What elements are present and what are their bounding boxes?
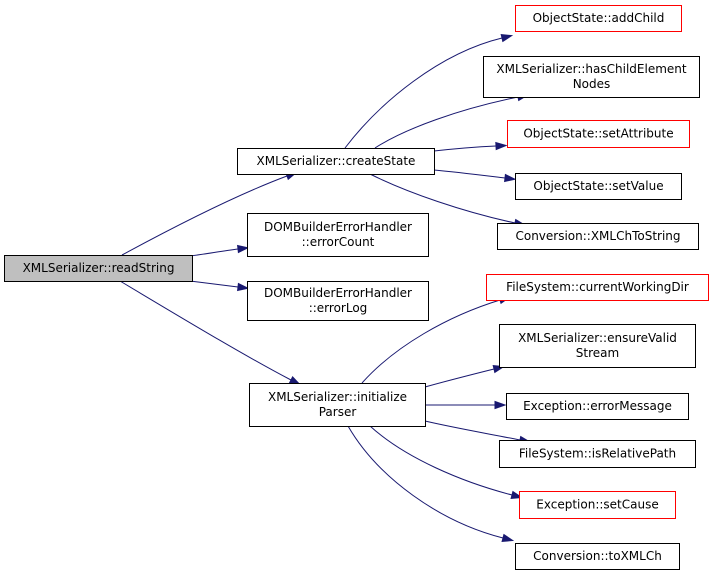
node-label: Parser: [319, 405, 357, 419]
node-label: XMLSerializer::ensureValid: [518, 331, 677, 345]
node-current-working-dir[interactable]: FileSystem::currentWorkingDir: [486, 274, 709, 301]
edge-read-string-to-error-log: [189, 280, 250, 292]
node-set-cause[interactable]: Exception::setCause: [519, 491, 676, 519]
edge-line: [344, 37, 503, 149]
edge-line: [189, 248, 239, 257]
node-label: FileSystem::isRelativePath: [519, 447, 676, 461]
node-box: [506, 393, 689, 420]
node-error-count[interactable]: DOMBuilderErrorHandler::errorCount: [247, 213, 429, 257]
edge-initialize-parser-to-to-xml-ch: [347, 425, 515, 542]
node-label: XMLSerializer::hasChildElement: [496, 62, 686, 76]
arrowhead: [501, 533, 515, 542]
node-is-relative-path[interactable]: FileSystem::isRelativePath: [499, 440, 696, 468]
edge-line: [424, 368, 495, 388]
node-label: Conversion::toXMLCh: [533, 549, 662, 563]
node-box: [4, 255, 193, 282]
node-label: XMLSerializer::readString: [23, 261, 175, 275]
edge-line: [189, 280, 239, 288]
arrowhead: [504, 173, 517, 183]
edge-line: [433, 145, 497, 152]
node-box: [249, 383, 426, 427]
node-label: ObjectState::setValue: [533, 179, 663, 193]
edge-create-state-to-add-child: [344, 34, 514, 149]
edge-read-string-to-error-count: [189, 244, 250, 257]
node-box: [499, 324, 696, 368]
node-box: [519, 491, 676, 519]
edge-line: [369, 425, 513, 496]
edge-line: [121, 175, 288, 256]
node-label: Conversion::XMLChToString: [515, 229, 680, 243]
node-label: ObjectState::setAttribute: [523, 127, 673, 141]
edge-line: [361, 299, 501, 384]
arrowhead: [495, 141, 508, 151]
edge-line: [424, 420, 521, 441]
node-label: ::errorLog: [309, 301, 368, 315]
node-label: FileSystem::currentWorkingDir: [506, 280, 689, 294]
node-box: [483, 56, 700, 98]
edge-create-state-to-has-child-element-nodes: [374, 93, 530, 149]
node-label: ::errorCount: [302, 235, 375, 249]
edge-line: [374, 96, 519, 149]
node-set-value[interactable]: ObjectState::setValue: [515, 173, 682, 200]
node-label: Stream: [576, 346, 619, 360]
arrowhead: [494, 400, 507, 410]
edge-line: [369, 173, 516, 224]
node-box: [237, 148, 435, 175]
node-box: [497, 223, 699, 250]
node-label: XMLSerializer::createState: [257, 154, 416, 168]
edge-initialize-parser-to-ensure-valid-stream: [424, 365, 506, 388]
edge-line: [433, 169, 506, 179]
node-label: DOMBuilderErrorHandler: [264, 220, 412, 234]
arrowhead: [237, 244, 250, 254]
edge-initialize-parser-to-set-cause: [369, 425, 524, 499]
node-to-xml-ch[interactable]: Conversion::toXMLCh: [515, 543, 680, 570]
node-create-state[interactable]: XMLSerializer::createState: [237, 148, 435, 175]
arrowhead: [237, 282, 250, 292]
node-box: [247, 213, 429, 257]
node-label: Exception::errorMessage: [523, 399, 672, 413]
node-box: [515, 173, 682, 200]
edge-create-state-to-set-attribute: [433, 141, 508, 152]
node-error-log[interactable]: DOMBuilderErrorHandler::errorLog: [247, 281, 429, 321]
arrowhead: [500, 34, 514, 43]
node-box: [515, 543, 680, 570]
node-xml-ch-to-string[interactable]: Conversion::XMLChToString: [497, 223, 699, 250]
edge-line: [119, 280, 292, 381]
node-box: [507, 120, 690, 148]
edge-initialize-parser-to-error-message: [425, 400, 507, 410]
edge-line: [347, 425, 504, 539]
node-label: Exception::setCause: [536, 498, 658, 512]
edge-create-state-to-set-value: [433, 169, 517, 183]
node-label: DOMBuilderErrorHandler: [264, 286, 412, 300]
node-label: XMLSerializer::initialize: [268, 390, 407, 404]
node-error-message[interactable]: Exception::errorMessage: [506, 393, 689, 420]
nodes-layer: XMLSerializer::readStringXMLSerializer::…: [4, 5, 709, 570]
node-add-child[interactable]: ObjectState::addChild: [515, 5, 682, 32]
node-read-string[interactable]: XMLSerializer::readString: [4, 255, 193, 282]
node-box: [247, 281, 429, 321]
node-label: Nodes: [573, 77, 611, 91]
node-box: [499, 440, 696, 468]
node-set-attribute[interactable]: ObjectState::setAttribute: [507, 120, 690, 148]
node-box: [486, 274, 709, 301]
node-box: [515, 5, 682, 32]
node-label: ObjectState::addChild: [533, 11, 665, 25]
